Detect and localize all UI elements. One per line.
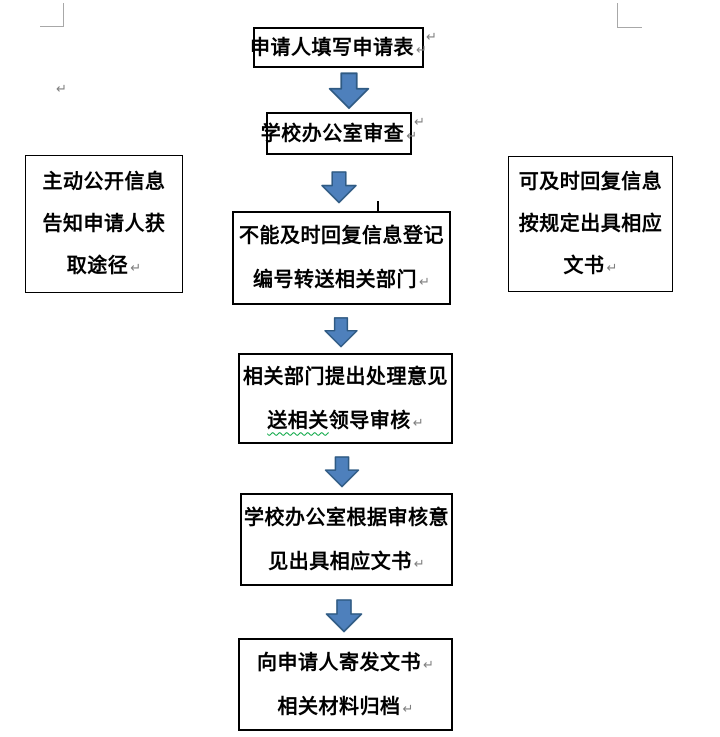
down-arrow-shape [324,456,360,488]
paragraph-mark: ↵ [416,42,427,58]
node-text: 向申请人寄发文书 [257,651,422,674]
node-text: 主动公开信息 [42,171,166,193]
node-text: 见出具相应文书 [268,550,412,573]
down-arrow-connector-4[interactable] [323,456,361,488]
node-text: 领导审核 [328,409,411,432]
node-text: 可及时回复信息 [518,171,663,193]
down-arrow-shape [321,171,357,204]
node-text: 告知申请人获 [42,213,166,235]
node-text: 申请人填写申请表 [250,36,415,59]
flow-node-mail-archive[interactable]: 向申请人寄发文书↵ 相关材料归档↵ [238,638,453,731]
paragraph-mark: ↵ [606,261,618,276]
node-text: 学校办公室根据审核意 [244,506,449,529]
node-text: 相关材料归档 [277,695,401,718]
node-line: 学校办公室根据审核意 [244,508,449,528]
down-arrow-shape [324,317,358,348]
node-text: 不能及时回复信息登记 [239,225,444,247]
node-text: 编号转送相关部门 [253,269,418,291]
paragraph-mark: ↵ [406,128,418,144]
text-boundary-mark-top-right [617,3,642,28]
node-line: 文书↵ [564,256,618,276]
flow-node-issue-document[interactable]: 学校办公室根据审核意 见出具相应文书↵ [240,493,453,586]
down-arrow-connector-2[interactable] [318,171,360,204]
node-line: 送相关领导审核↵ [267,411,423,431]
paragraph-mark: ↵ [56,82,67,97]
node-line: 申请人填写申请表↵ [250,38,427,58]
paragraph-mark: ↵ [412,415,424,431]
node-line: 相关部门提出处理意见 [243,367,448,387]
down-arrow-connector-5[interactable] [325,599,363,633]
paragraph-mark: ↵ [130,261,142,276]
node-line: 告知申请人获 [43,214,166,234]
down-arrow-connector-3[interactable] [322,317,360,348]
anchor-paragraph-mark: ↵ [426,30,437,45]
anchor-paragraph-mark: ↵ [414,115,425,130]
flow-node-fill-application[interactable]: 申请人填写申请表↵ [250,27,427,68]
node-line: 不能及时回复信息登记 [239,226,444,246]
node-line: 见出具相应文书↵ [268,552,424,572]
node-line: 相关材料归档↵ [278,697,414,717]
node-line: 取途径↵ [67,256,141,276]
paragraph-mark: ↵ [419,275,430,290]
node-text: 学校办公室审查 [260,122,405,145]
node-line: 可及时回复信息 [519,172,663,192]
flow-node-office-review[interactable]: 学校办公室审查↵ [261,112,417,155]
node-text: 文书 [563,255,605,277]
node-text: 相关部门提出处理意见 [243,365,448,388]
down-arrow-connector-1[interactable] [328,72,370,110]
down-arrow-shape [325,599,363,633]
paragraph-mark: ↵ [413,556,425,572]
node-line: 向申请人寄发文书↵ [257,653,434,673]
flow-node-department-opinion[interactable]: 相关部门提出处理意见 送相关领导审核↵ [238,353,453,444]
node-line: 按规定出具相应 [519,214,663,234]
grammar-squiggle-text: 送相关 [267,409,329,432]
flow-node-proactive-disclosure[interactable]: 主动公开信息 告知申请人获 取途径↵ [25,155,183,293]
paragraph-mark: ↵ [402,701,414,717]
flow-node-register-forward[interactable]: 不能及时回复信息登记 编号转送相关部门↵ [232,211,451,305]
down-arrow-shape [328,72,370,110]
node-line: 学校办公室审查↵ [261,124,417,144]
node-line: 主动公开信息 [43,172,166,192]
node-text: 按规定出具相应 [518,213,663,235]
node-line: 编号转送相关部门↵ [253,270,430,290]
paragraph-mark: ↵ [423,657,434,673]
text-boundary-mark-top-left [40,3,64,27]
node-text: 取途径 [66,255,129,277]
flow-node-timely-reply[interactable]: 可及时回复信息 按规定出具相应 文书↵ [508,156,673,292]
